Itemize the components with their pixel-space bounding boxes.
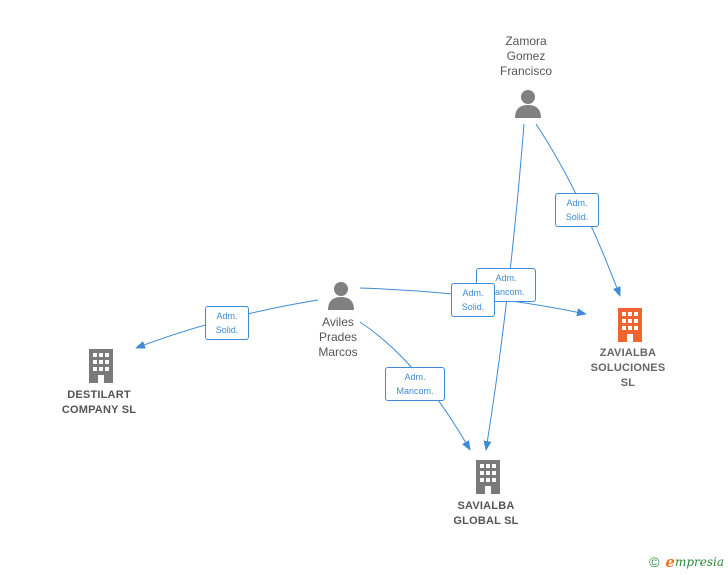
- edge-label-aviles-savialba: Adm. Mancom.: [385, 367, 445, 401]
- building-icon[interactable]: [615, 306, 645, 342]
- person-icon[interactable]: [513, 88, 543, 118]
- company-label-savialba[interactable]: SAVIALBA GLOBAL SL: [453, 500, 519, 527]
- building-icon[interactable]: [86, 347, 116, 383]
- brand-logo-initial: e: [665, 553, 675, 571]
- edge-label-aviles-destilart: Adm. Solid.: [205, 306, 249, 340]
- person-icon[interactable]: [326, 280, 356, 310]
- person-label-zamora[interactable]: Zamora Gomez Francisco: [499, 34, 552, 78]
- company-label-zavialba[interactable]: ZAVIALBA SOLUCIONES SL: [590, 347, 666, 389]
- copyright-icon: ©: [649, 554, 660, 570]
- brand-logo-text: mpresia: [674, 555, 724, 569]
- building-icon[interactable]: [473, 458, 503, 494]
- edge-label-zamora-zavialba: Adm. Solid.: [555, 193, 599, 227]
- company-label-destilart[interactable]: DESTILART COMPANY SL: [61, 389, 137, 416]
- person-label-aviles[interactable]: Aviles Prades Marcos: [318, 315, 358, 359]
- edge-label-aviles-zavialba: Adm. Solid.: [451, 283, 495, 317]
